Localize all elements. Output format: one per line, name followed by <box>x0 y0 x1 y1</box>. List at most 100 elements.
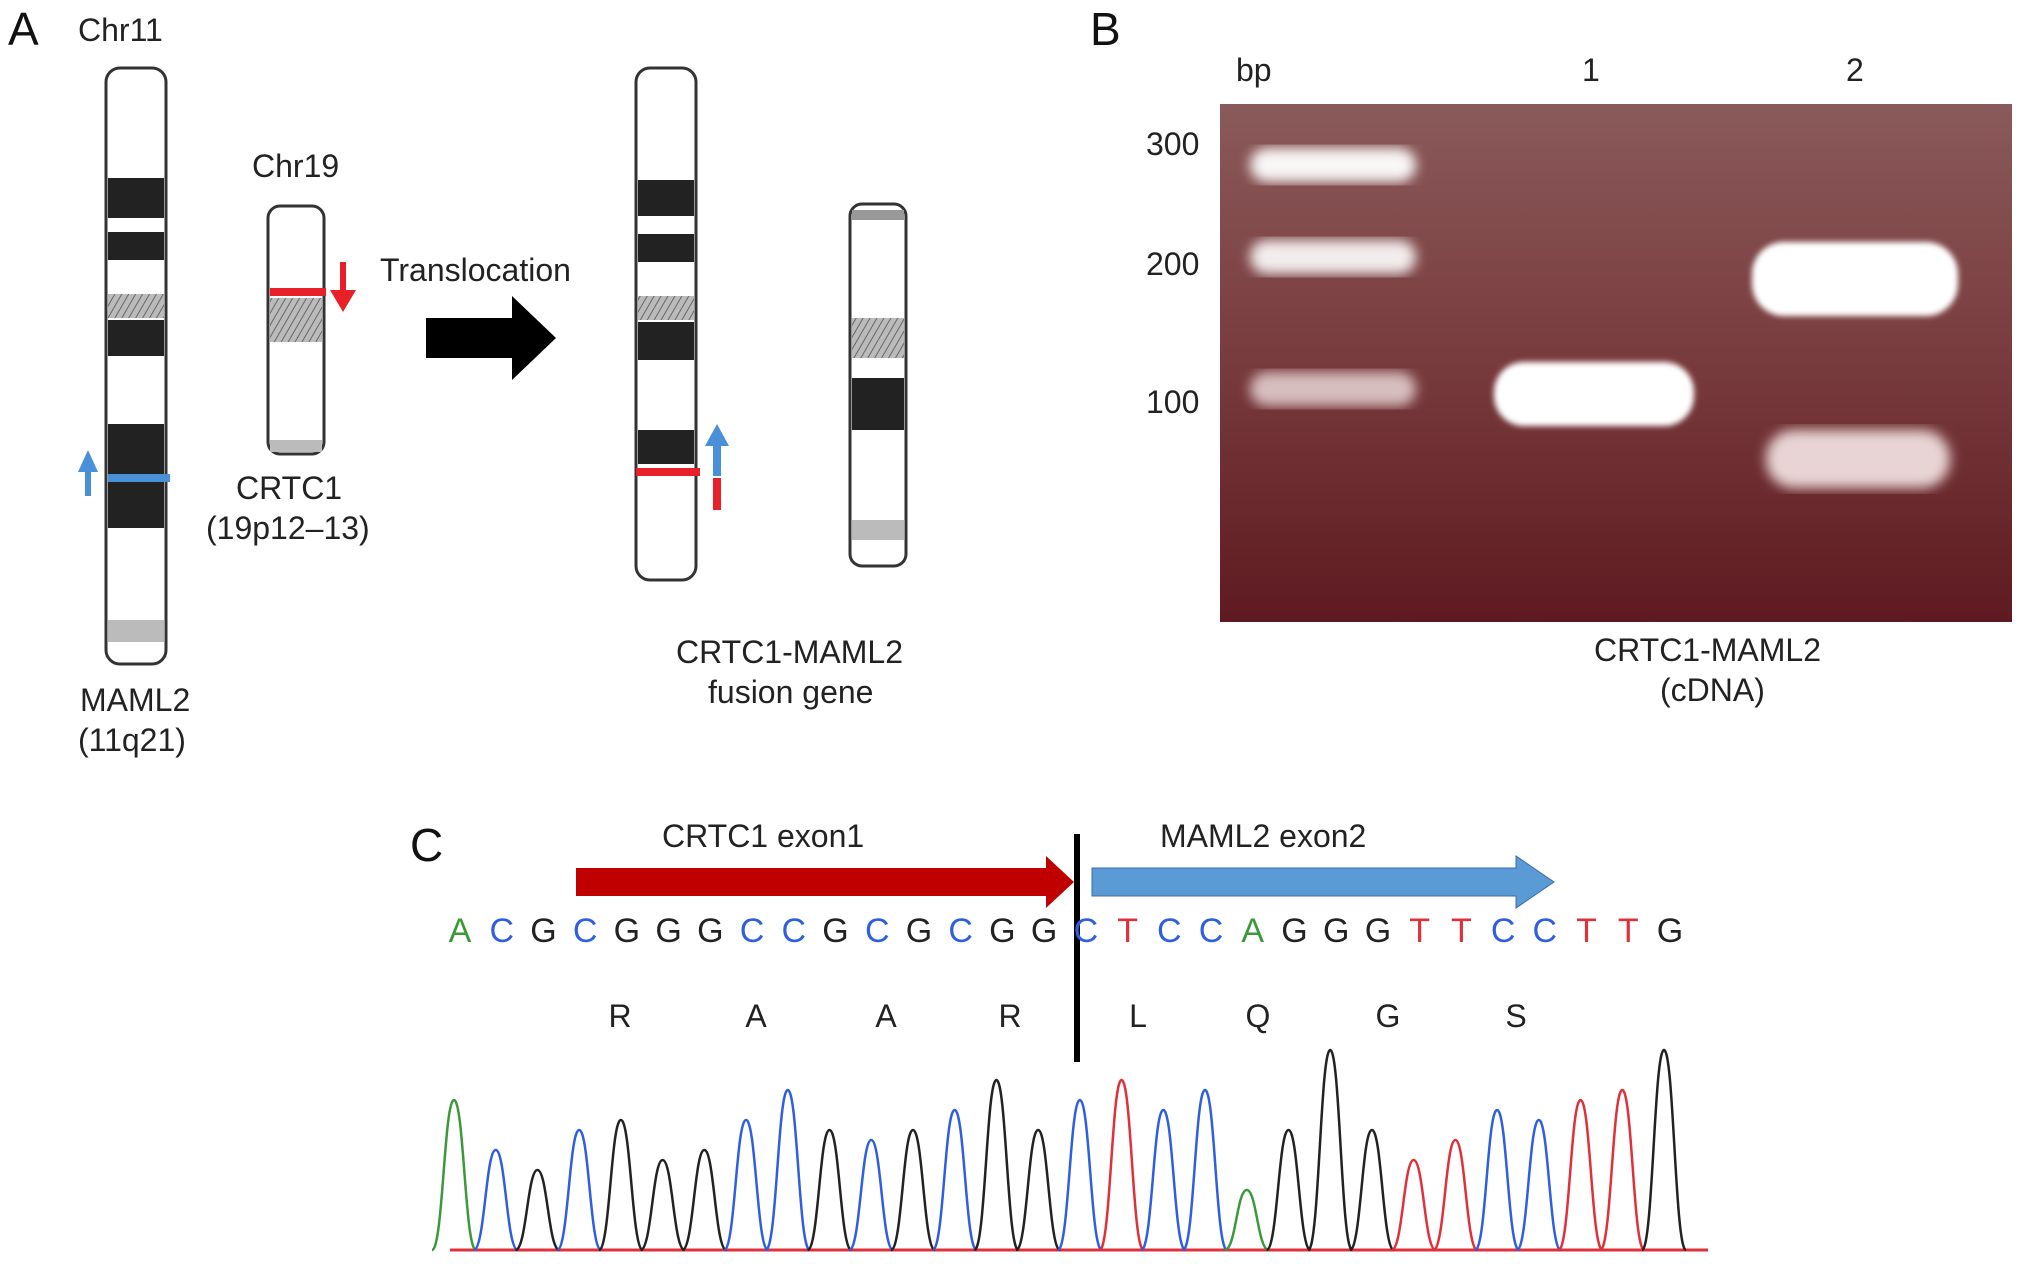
base-letter: C <box>572 912 598 950</box>
amino-acid-letter: A <box>745 998 767 1034</box>
gel-image <box>1220 104 2012 622</box>
chromatogram-peak <box>639 1158 686 1252</box>
base-letter: T <box>1450 912 1472 950</box>
panel-c-letter: C <box>410 819 444 871</box>
base-letter: C <box>1532 912 1558 950</box>
chromatogram-peak <box>1640 1048 1688 1252</box>
chromatogram-peak <box>1056 1098 1104 1252</box>
lane1-label: 1 <box>1582 52 1600 88</box>
amino-acid-letter: A <box>875 998 897 1034</box>
chromatogram-peak <box>1014 1128 1062 1252</box>
base-letter: A <box>448 912 472 950</box>
base-letter: C <box>1073 912 1099 950</box>
base-letter: T <box>1617 912 1639 950</box>
lane2-band-lower <box>1766 430 1950 488</box>
marker-300: 300 <box>1146 126 1200 162</box>
ladder-band-100 <box>1250 372 1416 406</box>
chr11-label: Chr11 <box>78 12 163 48</box>
chr11-chromosome <box>78 66 170 666</box>
amino-acid-letter: R <box>998 998 1022 1034</box>
chromatogram-peak <box>1181 1088 1229 1252</box>
base-letter: C <box>1490 912 1516 950</box>
base-letter: G <box>1030 912 1058 950</box>
amino-acid-letter: L <box>1129 998 1147 1034</box>
maml2-exon-arrow <box>1091 855 1555 909</box>
chromatogram-peak <box>1557 1098 1604 1252</box>
base-letter: C <box>1198 912 1224 950</box>
derivative-chromosome-2 <box>848 202 908 568</box>
chromatogram-peak <box>764 1088 812 1252</box>
chromatogram-peak <box>1390 1158 1437 1252</box>
crtc1-locus-label: (19p12–13) <box>206 510 370 546</box>
chromatogram-peak <box>1348 1128 1396 1252</box>
base-letter: G <box>1281 912 1308 950</box>
chromatogram-peak <box>681 1148 728 1252</box>
base-letter: C <box>1157 912 1182 950</box>
maml2-locus-label: (11q21) <box>78 722 186 758</box>
chromatogram-peak <box>1265 1128 1312 1252</box>
lane2-label: 2 <box>1846 52 1864 88</box>
base-letter: G <box>1364 912 1392 950</box>
base-letter: G <box>1656 912 1684 950</box>
chr19-label: Chr19 <box>252 148 340 184</box>
translocation-label: Translocation <box>380 252 571 288</box>
amino-acid-letter: R <box>608 998 632 1034</box>
marker-100: 100 <box>1146 384 1200 420</box>
derivative-chromosome-1 <box>634 66 729 582</box>
base-letter: G <box>905 912 933 950</box>
chromatogram-peak <box>973 1078 1020 1252</box>
base-letter: C <box>864 912 890 950</box>
chromatogram-peak <box>555 1128 603 1252</box>
fusion-gene-label-line1: CRTC1-MAML2 <box>676 634 903 670</box>
ladder-band-200 <box>1250 240 1416 274</box>
chromatogram-traces <box>430 1048 1688 1252</box>
maml2-label: MAML2 <box>80 682 191 718</box>
chromatogram-peak <box>1306 1048 1354 1252</box>
amino-acid-letter: G <box>1375 998 1401 1034</box>
gel-caption-line1: CRTC1-MAML2 <box>1594 632 1821 668</box>
base-letter: C <box>948 912 973 950</box>
chromatogram-peak <box>889 1128 937 1252</box>
chromatogram-peak <box>848 1138 895 1252</box>
chromatogram-peak <box>1473 1108 1521 1252</box>
ladder-header-bp: bp <box>1236 52 1272 88</box>
chromatogram-peak <box>1432 1138 1479 1252</box>
chromatogram-peak <box>806 1128 853 1252</box>
base-letter: G <box>697 912 724 950</box>
lane1-band <box>1494 362 1694 426</box>
chromatogram-peak <box>472 1148 519 1252</box>
base-letter: C <box>781 912 807 950</box>
chromatogram-peak <box>1224 1188 1270 1252</box>
base-letter: C <box>489 912 514 950</box>
chromatogram-peak <box>931 1108 978 1252</box>
chromatogram-peak <box>597 1118 645 1252</box>
chr19-chromosome <box>266 204 356 456</box>
translocation-arrow <box>426 296 556 380</box>
base-letter: G <box>1322 912 1350 950</box>
gel-caption-line2: (cDNA) <box>1660 672 1765 708</box>
chromatogram-peak <box>430 1098 478 1252</box>
base-letter: G <box>655 912 682 950</box>
base-letter: T <box>1576 912 1597 950</box>
panel-a-letter: A <box>8 3 39 55</box>
amino-acid-letter: Q <box>1245 998 1271 1034</box>
chromatogram-peak <box>1599 1088 1646 1252</box>
chromatogram-peak <box>514 1168 561 1252</box>
marker-200: 200 <box>1146 246 1200 282</box>
base-letter: G <box>613 912 641 950</box>
crtc1-exon-arrow <box>576 856 1074 908</box>
crtc1-exon-label: CRTC1 exon1 <box>662 818 865 854</box>
base-letter: T <box>1117 912 1138 950</box>
base-letter: T <box>1409 912 1431 950</box>
fusion-gene-label-line2: fusion gene <box>708 674 874 710</box>
amino-acid-letter: S <box>1505 998 1527 1034</box>
base-letter: G <box>822 912 849 950</box>
base-letter: G <box>989 912 1016 950</box>
maml2-exon-label: MAML2 exon2 <box>1160 818 1367 854</box>
chromatogram-peak <box>1515 1118 1563 1252</box>
chromatogram-peak <box>1140 1108 1187 1252</box>
chromatogram-peak <box>722 1118 770 1252</box>
crtc1-label: CRTC1 <box>236 470 343 506</box>
